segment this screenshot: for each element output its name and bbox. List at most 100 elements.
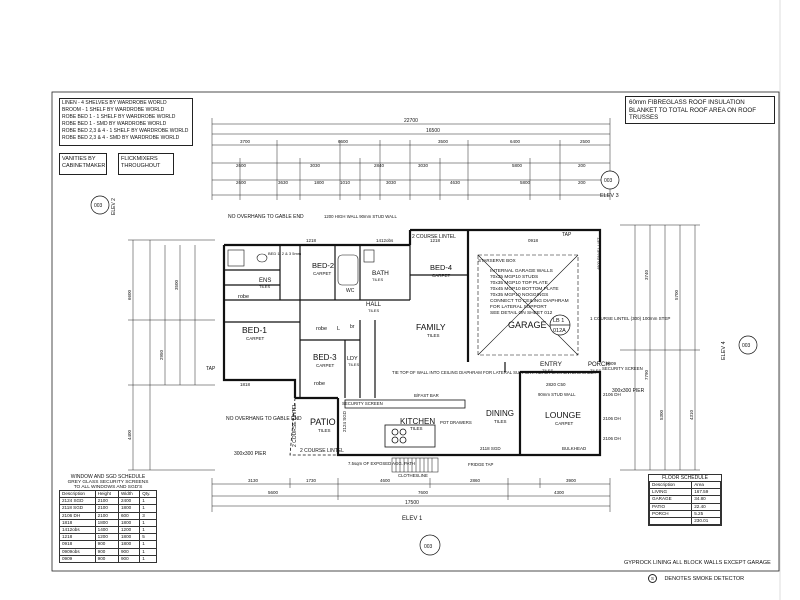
room-robe1: robe bbox=[238, 294, 249, 300]
fs-cell: 34.80 bbox=[691, 495, 721, 504]
note-2course-lintel-left: 2 COURSE LINTEL bbox=[292, 403, 298, 447]
room-ens-floor: TILES bbox=[259, 284, 270, 289]
room-bed1-floor: CARPET bbox=[246, 336, 265, 341]
lb1-number: LB 1 bbox=[553, 318, 564, 324]
top-dimension-lines bbox=[211, 118, 611, 200]
fs-col-desc: Description bbox=[648, 480, 693, 490]
dim-top-r5-2: 1800 bbox=[314, 180, 325, 185]
dim-top-r4-2: 2840 bbox=[374, 163, 385, 168]
dim-bottom-r0-0: 3130 bbox=[248, 478, 259, 483]
dim-top-overall: 22700 bbox=[404, 118, 418, 124]
note-vanities: VANITIES BY CABINETMAKER bbox=[62, 156, 106, 169]
dim-top-r5-7: 200 bbox=[578, 180, 586, 185]
ws-cell: 1 bbox=[139, 504, 157, 513]
dim-bottom-r1-2: 4300 bbox=[554, 490, 565, 495]
window-schedule: WINDOW AND SGD SCHEDULE GREY GLASS SECUR… bbox=[59, 474, 157, 563]
ws-cell: 2100 bbox=[94, 504, 119, 513]
room-patio: PATIO bbox=[310, 417, 336, 427]
tag-1818: 1818 bbox=[240, 382, 251, 387]
dim-top-r3-4: 2500 bbox=[580, 139, 591, 144]
dim-top-r5-6: 5800 bbox=[520, 180, 531, 185]
note-bed-gyprock: BED 1, 2 & 3 5mm bbox=[268, 251, 302, 256]
room-entry-floor: TILES bbox=[542, 368, 553, 373]
elev4-number: 003 bbox=[742, 343, 751, 349]
room-bed2-floor: CARPET bbox=[313, 271, 332, 276]
elevation-markers bbox=[90, 170, 758, 556]
ws-cell: 1 bbox=[139, 547, 157, 556]
dim-right-4: 4310 bbox=[689, 409, 694, 420]
ws-cell: 900 bbox=[94, 554, 119, 563]
flickmixers-note-box: FLICKMIXERS THROUGHOUT bbox=[118, 153, 174, 175]
room-bed4: BED-4 bbox=[430, 263, 452, 272]
room-entry: ENTRY bbox=[540, 361, 563, 368]
room-robe2: robe bbox=[316, 326, 327, 332]
dim-top-r4-0: 2600 bbox=[236, 163, 247, 168]
bottom-dimension-lines bbox=[211, 478, 611, 512]
room-ldy: LDY bbox=[347, 356, 358, 362]
note-flickmixers: FLICKMIXERS THROUGHOUT bbox=[121, 156, 161, 169]
ws-cell: 2106 DH bbox=[59, 511, 96, 520]
room-kitchen: KITCHEN bbox=[400, 417, 435, 426]
tag-2124: 2124 SGD bbox=[342, 410, 347, 432]
dim-bottom-overall: 17500 bbox=[405, 500, 419, 506]
dim-top-r3-0: 3700 bbox=[240, 139, 251, 144]
note-tap: TAP bbox=[206, 366, 216, 372]
note-pier-2: 300x300 PIER bbox=[612, 388, 645, 394]
note-no-overhang-bottom: NO OVERHANG TO GABLE END bbox=[226, 416, 302, 422]
ws-cell: 900 bbox=[94, 547, 119, 556]
dim-top-r5-4: 3030 bbox=[386, 180, 397, 185]
room-bed3-floor: CARPET bbox=[316, 363, 335, 368]
elev1-number: 003 bbox=[424, 544, 433, 550]
room-wc: WC bbox=[346, 288, 355, 294]
right-dimension-lines bbox=[620, 224, 700, 471]
ws-cell: 1800 bbox=[117, 533, 141, 542]
fs-cell: 22.40 bbox=[691, 502, 721, 511]
note-security-screen: SECURITY SCREEN bbox=[342, 401, 383, 406]
lb1-sheet: 012A bbox=[553, 328, 566, 334]
smoke-legend: S DENOTES SMOKE DETECTOR bbox=[648, 570, 744, 584]
fs-cell bbox=[648, 516, 693, 526]
tag-2820: 2820 C50 bbox=[546, 382, 566, 387]
dim-top-r4-5: 200 bbox=[578, 163, 586, 168]
note-gyprock: GYPROCK LINING ALL BLOCK WALLS EXCEPT GA… bbox=[624, 560, 771, 566]
ws-cell: 2100 bbox=[94, 511, 119, 520]
ws-cell: 2400 bbox=[117, 497, 141, 506]
room-bed1: BED-1 bbox=[242, 325, 267, 335]
ws-cell: 1800 bbox=[117, 518, 141, 527]
dim-right-2: 7790 bbox=[644, 369, 649, 380]
note-broom: BROOM - 1 SHELF BY WARDROBE WORLD bbox=[62, 107, 165, 113]
room-garage: GARAGE bbox=[508, 320, 547, 330]
room-bed3: BED-3 bbox=[313, 353, 337, 362]
smoke-detector-label: DENOTES SMOKE DETECTOR bbox=[664, 575, 745, 582]
floor-schedule-header: Description Area bbox=[648, 480, 721, 490]
fs-cell: PORCH bbox=[648, 509, 693, 518]
room-bath: BATH bbox=[372, 270, 389, 277]
room-bath-floor: TILES bbox=[372, 277, 383, 282]
note-insulation: 60mm FIBREGLASS ROOF INSULATION BLANKET … bbox=[629, 99, 756, 121]
window-schedule-subtitle2: TO ALL WINDOWS AND SGD'S bbox=[73, 485, 143, 490]
note-bulkhead: BULKHEAD bbox=[562, 446, 587, 451]
tag-0918: 0918 bbox=[528, 238, 539, 243]
room-broom: br bbox=[350, 324, 355, 330]
ws-cell: 1800 bbox=[117, 540, 141, 549]
tag-1218a: 1218 bbox=[306, 238, 317, 243]
garage-door bbox=[477, 254, 579, 356]
ws-cell: 1 bbox=[139, 497, 157, 506]
dim-top-r5-5: 4630 bbox=[450, 180, 461, 185]
tag-2106b: 2106 DH bbox=[603, 416, 621, 421]
dim-top-r5-0: 2600 bbox=[236, 180, 247, 185]
room-ldy-floor: TILES bbox=[348, 362, 359, 367]
room-bed4-floor: CARPET bbox=[432, 273, 451, 278]
room-linen: L bbox=[337, 326, 340, 332]
window-schedule-title: WINDOW AND SGD SCHEDULE bbox=[70, 474, 146, 480]
note-pier: 300x300 PIER bbox=[234, 451, 267, 457]
note-pot-drawers: POT DRAWERS bbox=[440, 420, 472, 425]
note-robe-bed234-shelf: ROBE BED 2,3 & 4 - 1 SHELF BY WARDROBE W… bbox=[62, 128, 189, 134]
ws-cell: 1200 bbox=[94, 533, 119, 542]
ws-col-qty: Qty. bbox=[139, 489, 157, 499]
